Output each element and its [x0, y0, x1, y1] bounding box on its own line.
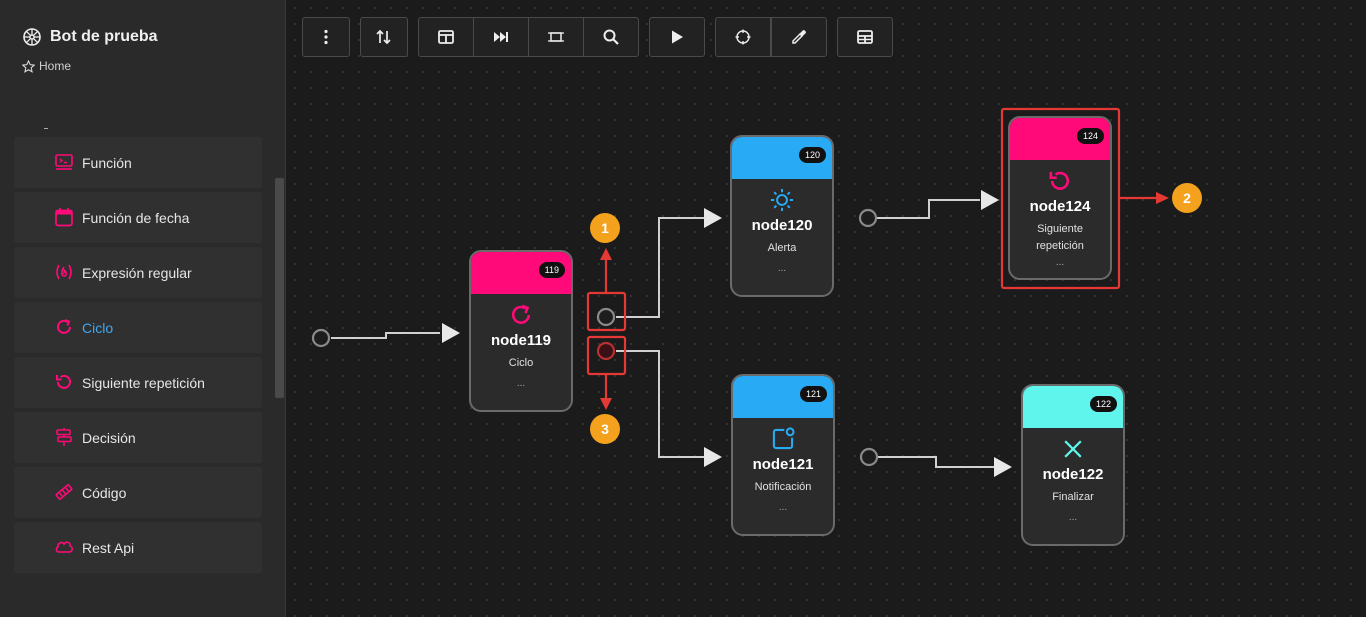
node-subtitle: Ciclo: [508, 357, 534, 369]
target-button[interactable]: [715, 17, 771, 57]
sidebar-item-decision[interactable]: Decisión: [14, 412, 262, 463]
cloud-icon: [55, 541, 73, 553]
node-119[interactable]: 119 node119 Ciclo ...: [469, 250, 573, 412]
sort-icon: [376, 29, 391, 45]
sidebar-item-funcion[interactable]: Función: [14, 137, 262, 188]
node-subtitle: Alerta: [767, 242, 797, 254]
node-124[interactable]: 124 node124 Siguiente repetición ...: [1008, 116, 1112, 280]
divider: [44, 128, 48, 129]
close-icon: [1064, 440, 1082, 458]
sidebar-item-codigo[interactable]: Código: [14, 467, 262, 518]
sidebar: Bot de prueba Home Función Función de fe…: [0, 0, 286, 617]
transform-icon: [548, 32, 564, 42]
layout-button[interactable]: [418, 17, 474, 57]
node-id-badge: 120: [798, 147, 826, 163]
fast-forward-icon: [494, 32, 508, 42]
node-121[interactable]: 121 node121 Notificación ...: [731, 374, 835, 536]
next-repetition-icon: [56, 374, 71, 389]
node-id-badge: 124: [1076, 128, 1104, 144]
app-title: Bot de prueba: [50, 28, 158, 45]
node-title: node124: [1029, 198, 1091, 215]
sidebar-item-label: Siguiente repetición: [82, 374, 205, 391]
node-more[interactable]: ...: [1068, 512, 1078, 523]
breadcrumb[interactable]: Home: [22, 59, 71, 73]
sort-button[interactable]: [360, 17, 408, 57]
sidebar-item-rest-api[interactable]: Rest Api: [14, 522, 262, 573]
node-subtitle: Notificación: [754, 481, 812, 493]
table-button[interactable]: [837, 17, 893, 57]
fast-forward-button[interactable]: [473, 17, 529, 57]
node-more[interactable]: ...: [516, 378, 526, 389]
regex-icon: [56, 264, 72, 280]
node-id-badge: 122: [1089, 396, 1117, 412]
node-palette: Función Función de fecha Expresión regul…: [14, 137, 262, 577]
search-icon: [603, 29, 619, 45]
loop-icon: [57, 319, 71, 334]
breadcrumb-home: Home: [39, 59, 72, 73]
table-icon: [857, 30, 873, 44]
node-title: node120: [751, 217, 813, 234]
brand[interactable]: Bot de prueba: [22, 27, 158, 47]
calendar-icon: [55, 208, 73, 227]
node-title: node119: [490, 332, 552, 349]
more-options-button[interactable]: [302, 17, 350, 57]
code-icon: [55, 484, 73, 500]
sidebar-item-label: Decisión: [82, 429, 136, 446]
node-122[interactable]: 122 node122 Finalizar ...: [1021, 384, 1125, 546]
sidebar-item-label: Función de fecha: [82, 209, 190, 226]
sidebar-item-label: Función: [82, 154, 132, 171]
layout-icon: [438, 30, 454, 44]
sidebar-scrollbar[interactable]: [275, 178, 284, 398]
node-id-badge: 121: [799, 386, 827, 402]
notification-icon: [772, 427, 795, 450]
node-title: node122: [1042, 466, 1104, 483]
sidebar-item-label: Expresión regular: [82, 264, 192, 281]
node-more[interactable]: ...: [777, 263, 787, 274]
node-120[interactable]: 120 node120 Alerta ...: [730, 135, 834, 297]
node-more[interactable]: ...: [778, 502, 788, 513]
play-button[interactable]: [649, 17, 705, 57]
sidebar-item-label: Ciclo: [82, 319, 114, 336]
star-icon: [22, 59, 35, 73]
search-button[interactable]: [583, 17, 639, 57]
next-repetition-icon: [1049, 171, 1070, 190]
sidebar-item-label: Código: [82, 484, 127, 501]
sidebar-item-ciclo[interactable]: Ciclo: [14, 302, 262, 353]
sun-icon: [770, 188, 794, 212]
transform-button[interactable]: [528, 17, 584, 57]
sidebar-item-siguiente-repeticion[interactable]: Siguiente repetición: [14, 357, 262, 408]
node-subtitle: Siguiente repetición: [1036, 223, 1084, 252]
sidebar-item-expresion-regular[interactable]: Expresión regular: [14, 247, 262, 298]
play-icon: [672, 30, 683, 44]
function-icon: [55, 154, 73, 170]
loop-icon: [511, 304, 531, 324]
eyedropper-button[interactable]: [771, 17, 827, 57]
eyedropper-icon: [792, 30, 806, 44]
node-id-badge: 119: [538, 262, 565, 278]
node-title: node121: [752, 456, 814, 473]
crosshair-icon: [735, 29, 751, 45]
decision-icon: [56, 428, 72, 446]
node-more[interactable]: ...: [1055, 257, 1065, 268]
sidebar-item-funcion-fecha[interactable]: Función de fecha: [14, 192, 262, 243]
sidebar-item-label: Rest Api: [82, 539, 135, 556]
node-subtitle: Finalizar: [1052, 491, 1094, 503]
vertical-dots-icon: [324, 29, 328, 45]
bot-wheel-icon: [23, 28, 41, 46]
